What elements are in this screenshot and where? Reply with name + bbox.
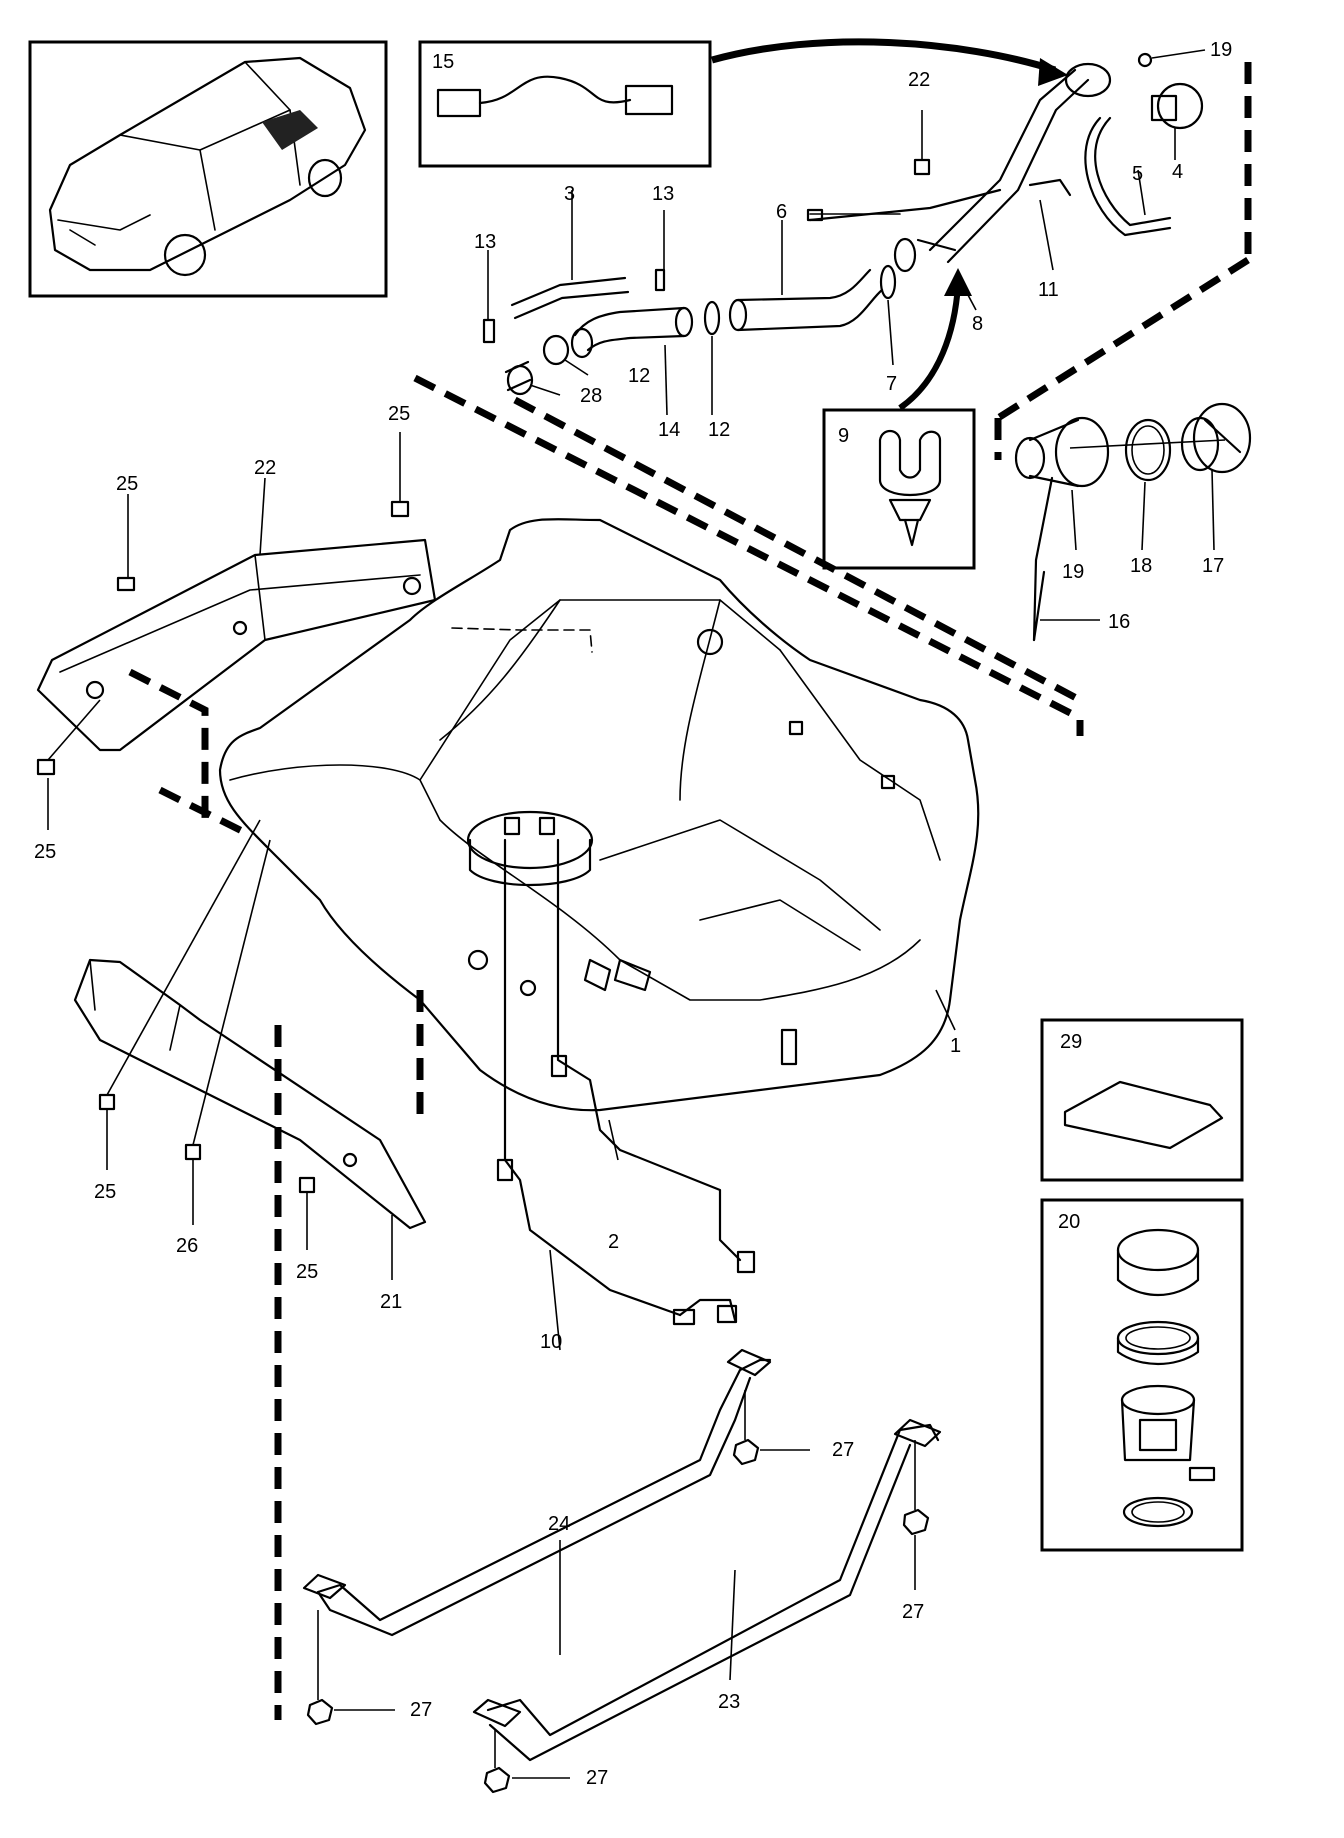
part-20-inset: 20 xyxy=(1040,1198,1244,1552)
callout-25c: 25 xyxy=(34,841,56,863)
nuts-27 xyxy=(306,1390,930,1794)
bolt-25-e xyxy=(298,1176,316,1194)
fuel-cap-small xyxy=(1150,82,1204,130)
callout-1: 1 xyxy=(950,1035,961,1057)
callout-25b: 25 xyxy=(388,403,410,425)
vent-hose-edge xyxy=(1084,116,1172,237)
dashed-reference-lines xyxy=(128,62,1252,1720)
callout-10: 10 xyxy=(540,1331,562,1353)
callout-2: 2 xyxy=(608,1231,619,1253)
callout-5: 5 xyxy=(1132,163,1143,185)
part-9-inset: 9 xyxy=(822,408,976,570)
car-locator-inset xyxy=(28,40,388,298)
filler-cap-group xyxy=(1014,402,1252,488)
callout-8: 8 xyxy=(972,313,983,335)
callout-20: 20 xyxy=(1058,1211,1080,1233)
callout-6: 6 xyxy=(776,201,787,223)
clamp-13 xyxy=(654,268,666,292)
callout-27d: 27 xyxy=(586,1767,608,1789)
callout-25e: 25 xyxy=(296,1261,318,1283)
vent-hose xyxy=(1094,116,1172,227)
callout-16: 16 xyxy=(1108,611,1130,633)
leader-lines xyxy=(259,128,1215,1681)
callout-26: 26 xyxy=(176,1235,198,1257)
callout-27c: 27 xyxy=(410,1699,432,1721)
bolt-25-d xyxy=(98,1093,116,1111)
shield-21 xyxy=(73,958,427,1230)
clamp-13b xyxy=(482,318,496,344)
callout-21: 21 xyxy=(380,1291,402,1313)
fuel-tank xyxy=(218,518,980,1112)
part-15-inset: 15 xyxy=(418,40,712,168)
callout-3: 3 xyxy=(564,183,575,205)
harness-10 xyxy=(496,838,738,1326)
callout-22b: 22 xyxy=(254,457,276,479)
callout-12b: 12 xyxy=(708,419,730,441)
strap-24 xyxy=(302,1348,772,1637)
callout-27a: 27 xyxy=(832,1439,854,1461)
bolt-25-a xyxy=(116,576,136,592)
bolt-22-upper xyxy=(913,110,931,176)
clip-11 xyxy=(1028,178,1072,197)
callout-7: 7 xyxy=(886,373,897,395)
car-location-icon xyxy=(48,56,367,277)
callout-17: 17 xyxy=(1202,555,1224,577)
callout-13b: 13 xyxy=(652,183,674,205)
clamp-12 xyxy=(703,300,721,336)
grommet-28 xyxy=(504,360,534,396)
callout-19a: 19 xyxy=(1062,561,1084,583)
callout-9: 9 xyxy=(838,425,849,447)
callout-28: 28 xyxy=(580,385,602,407)
callout-23: 23 xyxy=(718,1691,740,1713)
nut-26 xyxy=(184,1143,202,1161)
callout-18: 18 xyxy=(1130,555,1152,577)
callout-27b: 27 xyxy=(902,1601,924,1623)
callout-22a: 22 xyxy=(908,69,930,91)
callout-13a: 13 xyxy=(474,231,496,253)
callout-14: 14 xyxy=(658,419,680,441)
hose-14 xyxy=(570,306,694,359)
filler-neck xyxy=(806,62,1112,273)
callout-11: 11 xyxy=(1038,279,1059,301)
callout-29: 29 xyxy=(1060,1031,1082,1053)
clamp-7 xyxy=(879,264,897,300)
callout-12a: 12 xyxy=(628,365,650,387)
callout-24: 24 xyxy=(548,1513,570,1535)
harness-2 xyxy=(550,838,756,1274)
screw-19 xyxy=(1137,52,1153,68)
callout-19b: 19 xyxy=(1210,39,1232,61)
part-29-inset: 29 xyxy=(1040,1018,1244,1182)
hose-6 xyxy=(728,268,884,332)
callout-25a: 25 xyxy=(116,473,138,495)
callout-15: 15 xyxy=(432,51,454,73)
bolt-25-b xyxy=(390,500,410,518)
callout-4: 4 xyxy=(1172,161,1183,183)
callout-25d: 25 xyxy=(94,1181,116,1203)
strap-23 xyxy=(472,1418,942,1762)
hose-3 xyxy=(510,276,630,320)
bolt-25-c xyxy=(36,758,56,776)
drain-hose-16 xyxy=(1032,476,1054,642)
drain-hose-16-b xyxy=(1032,570,1046,642)
callout-numbers: 1 2 3 4 5 6 7 8 10 11 12 12 13 13 14 16 … xyxy=(34,39,1232,1789)
clamp-12b xyxy=(542,334,570,366)
